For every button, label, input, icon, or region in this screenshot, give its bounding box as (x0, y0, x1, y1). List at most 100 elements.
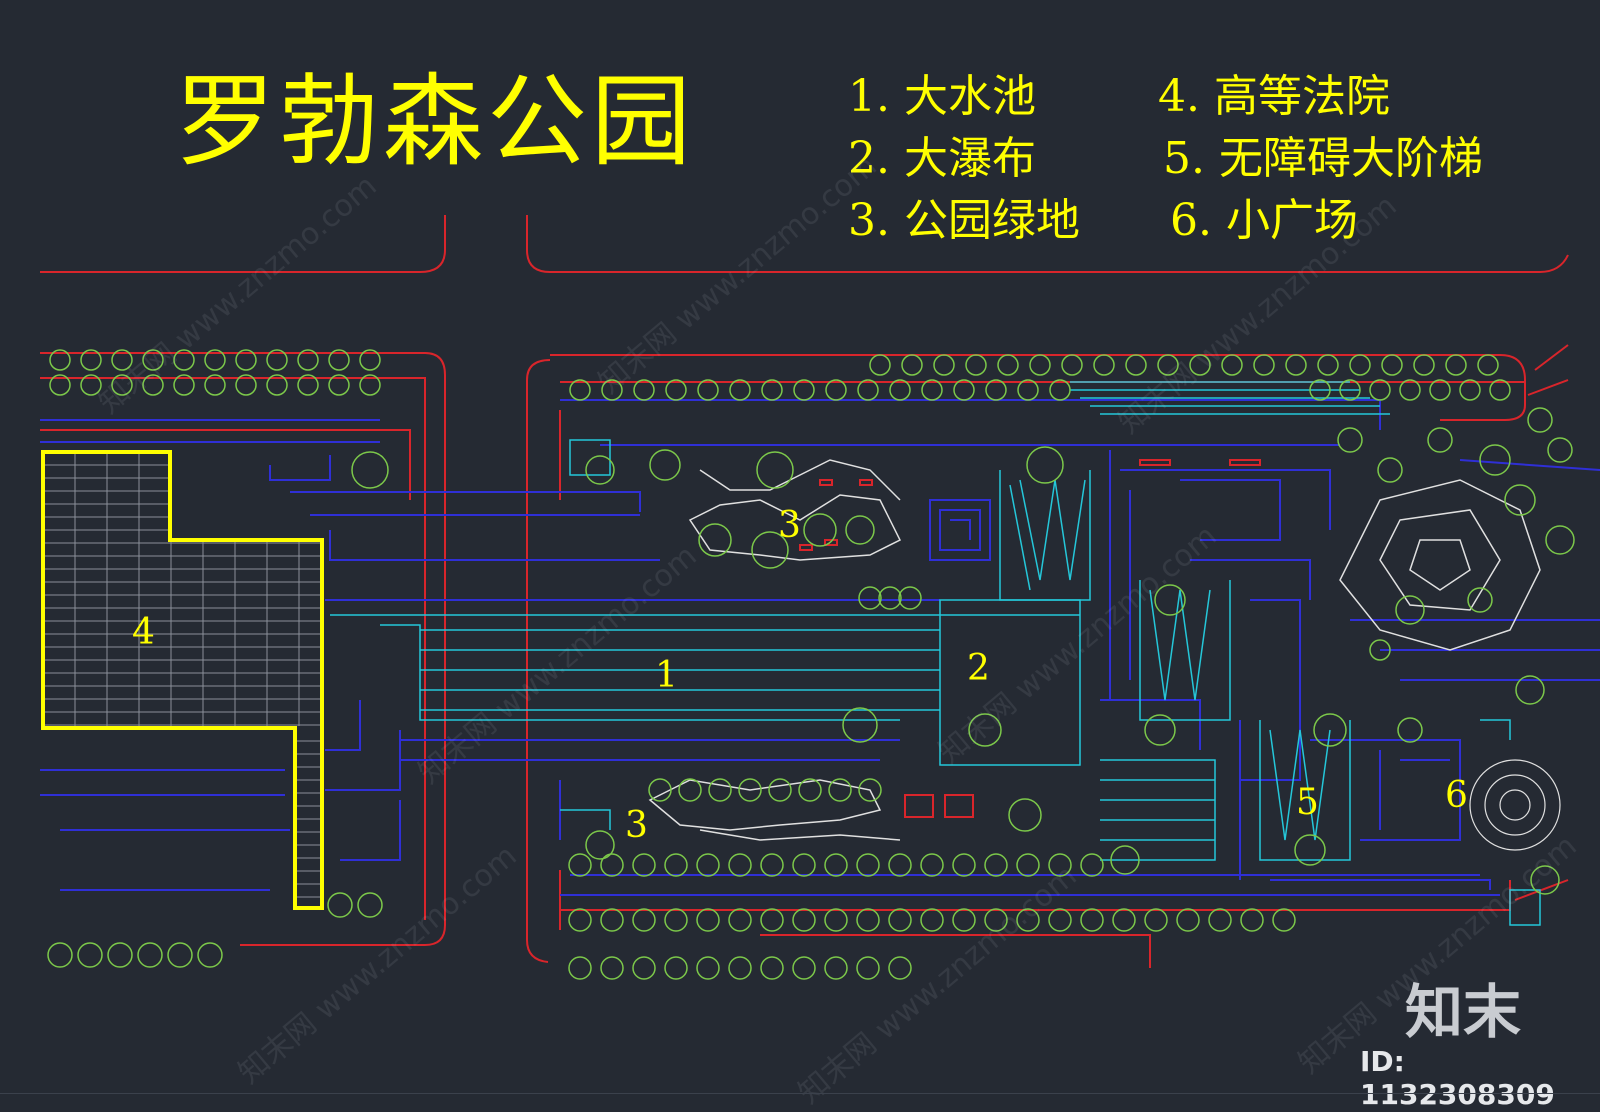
tree-symbol (80, 374, 102, 396)
tree-symbol (585, 455, 615, 485)
tree-symbol (111, 374, 133, 396)
tree-symbol (997, 354, 1019, 376)
red-features (799, 459, 1261, 818)
bottom-divider (0, 1093, 1600, 1094)
tree-symbol (204, 374, 226, 396)
tree-symbol (327, 892, 353, 918)
tree-symbol (664, 853, 688, 877)
legend-item-4: 4. 高等法院 (1158, 71, 1390, 122)
tree-symbol (728, 908, 752, 932)
legend-item-2: 2. 大瀑布 (848, 133, 1036, 184)
tree-symbol (1395, 595, 1425, 625)
legend-item-5: 5. 无障碍大阶梯 (1163, 133, 1483, 184)
tree-symbol (984, 853, 1008, 877)
tree-symbol (858, 586, 882, 610)
zone-label-3-south: 3 (625, 805, 648, 846)
tree-symbol (568, 956, 592, 980)
tree-symbol (1240, 908, 1264, 932)
tree-symbol (351, 451, 389, 489)
tree-symbol (1048, 853, 1072, 877)
tree-symbol (1317, 354, 1339, 376)
legend-item-3: 3. 公园绿地 (848, 195, 1080, 246)
tree-symbol (665, 379, 687, 401)
tree-symbol (1397, 717, 1423, 743)
tree-symbol (761, 379, 783, 401)
tree-symbol (1445, 354, 1467, 376)
tree-symbol (632, 853, 656, 877)
zone-label-5: 5 (1296, 782, 1319, 823)
tree-symbol (952, 853, 976, 877)
tree-symbol (1029, 354, 1051, 376)
brand-logo: 知末 (1405, 978, 1522, 1046)
tree-symbol (357, 892, 383, 918)
tree-symbol (328, 374, 350, 396)
tree-symbol (792, 853, 816, 877)
tree-symbol (793, 379, 815, 401)
tree-symbol (708, 778, 732, 802)
tree-symbol (1208, 908, 1232, 932)
tree-symbol (664, 908, 688, 932)
tree-symbol (266, 374, 288, 396)
tree-symbol (1080, 908, 1104, 932)
tree-symbol (1429, 379, 1451, 401)
tree-symbol (1467, 587, 1493, 613)
tree-symbol (1427, 427, 1453, 453)
tree-symbol (898, 586, 922, 610)
image-id-label: ID: 1132308309 (1360, 1045, 1555, 1111)
tree-symbol (80, 349, 102, 371)
tree-symbol (1504, 484, 1536, 516)
tree-symbol (1154, 584, 1186, 616)
tree-symbol (1026, 446, 1064, 484)
tree-symbol (1189, 354, 1211, 376)
tree-symbol (698, 523, 732, 557)
tree-symbol (856, 853, 880, 877)
tree-symbol (965, 354, 987, 376)
tree-symbol (952, 908, 976, 932)
tree-symbol (728, 956, 752, 980)
tree-symbol (756, 451, 794, 489)
tree-symbol (632, 908, 656, 932)
tree-symbol (888, 908, 912, 932)
tree-symbol (568, 853, 592, 877)
tree-symbol (601, 379, 623, 401)
tree-symbol (1253, 354, 1275, 376)
tree-symbol (1459, 379, 1481, 401)
tree-symbol (600, 908, 624, 932)
tree-symbols (47, 349, 1575, 980)
tree-symbol (1080, 853, 1104, 877)
tree-symbol (664, 956, 688, 980)
garden-outlines (648, 459, 1541, 841)
tree-symbol (585, 830, 615, 860)
tree-symbol (1144, 714, 1176, 746)
tree-symbol (359, 374, 381, 396)
tree-symbol (828, 778, 852, 802)
tree-symbol (933, 354, 955, 376)
tree-symbol (167, 942, 193, 968)
tree-symbol (985, 379, 1007, 401)
tree-symbol (760, 853, 784, 877)
tree-symbol (197, 942, 223, 968)
plan-title: 罗勃森公园 (175, 63, 695, 180)
tree-symbol (842, 707, 878, 743)
tree-symbol (142, 374, 164, 396)
tree-symbol (856, 908, 880, 932)
tree-symbol (1125, 354, 1147, 376)
tree-symbol (600, 853, 624, 877)
zone-label-3-north: 3 (778, 505, 801, 546)
tree-symbol (792, 908, 816, 932)
tree-symbol (858, 778, 882, 802)
tree-symbol (696, 853, 720, 877)
tree-symbol (142, 349, 164, 371)
tree-symbol (845, 515, 875, 545)
tree-symbol (878, 586, 902, 610)
water-features (330, 381, 1541, 926)
small-plaza (1469, 759, 1561, 851)
tree-symbol (1369, 639, 1391, 661)
tree-symbol (1399, 379, 1421, 401)
tree-symbol (1221, 354, 1243, 376)
road-lines (40, 215, 1569, 968)
tree-symbol (1272, 908, 1296, 932)
tree-symbol (760, 908, 784, 932)
tree-symbol (1157, 354, 1179, 376)
tree-symbol (235, 349, 257, 371)
